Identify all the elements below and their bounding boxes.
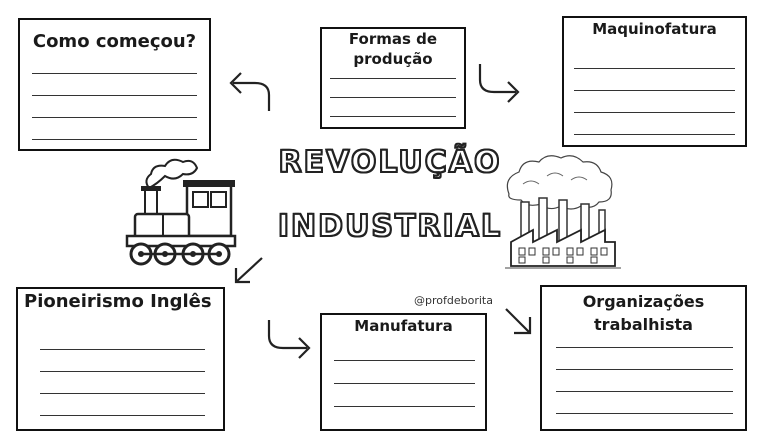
answer-line [32,117,197,118]
answer-line [40,415,205,416]
answer-line [32,73,197,74]
author-handle: @profdeborita [414,294,493,307]
curved-arrow-right-icon [478,64,520,103]
box-pioneirismo-ingles: Pioneirismo Inglês [16,287,225,431]
box-title-formas-line2: produção [353,50,433,68]
box-title-pioneirismo: Pioneirismo Inglês [24,291,212,312]
answer-line [574,112,735,113]
box-organizacoes-trabalhista: Organizações trabalhista [540,285,747,431]
box-title-formas-line1: Formas de [348,30,438,48]
answer-line [334,383,475,384]
arrow-down-left-icon [234,257,263,284]
box-maquinofatura: Maquinofatura [562,16,747,147]
answer-line [556,391,733,392]
answer-line [32,139,197,140]
answer-line [330,78,456,79]
answer-line [556,347,733,348]
answer-line [574,134,735,135]
title-revolucao: REVOLUÇÃO [278,144,502,181]
answer-line [330,116,456,117]
box-formas-producao: Formas de produção [320,27,466,129]
answer-line [40,349,205,350]
curved-arrow-right-icon [267,320,311,359]
answer-line [334,360,475,361]
answer-line [556,413,733,414]
answer-line [574,90,735,91]
answer-line [334,406,475,407]
answer-line [32,95,197,96]
answer-line [330,97,456,98]
factory-icon [505,155,621,269]
box-como-comecou: Como começou? [18,18,211,151]
curved-arrow-left-icon [229,72,271,111]
train-icon [125,158,237,266]
answer-line [40,393,205,394]
box-title-manufatura: Manufatura [354,317,453,335]
box-title-maquinofatura: Maquinofatura [592,20,717,38]
title-industrial: INDUSTRIAL [277,208,503,245]
answer-line [556,369,733,370]
answer-line [40,371,205,372]
box-title-como-comecou: Como começou? [32,31,197,52]
answer-line [574,68,735,69]
arrow-down-right-icon [505,308,532,335]
box-manufatura: Manufatura [320,313,487,431]
box-title-organizacoes-line2: trabalhista [594,315,693,334]
box-title-organizacoes-line1: Organizações [582,292,705,311]
